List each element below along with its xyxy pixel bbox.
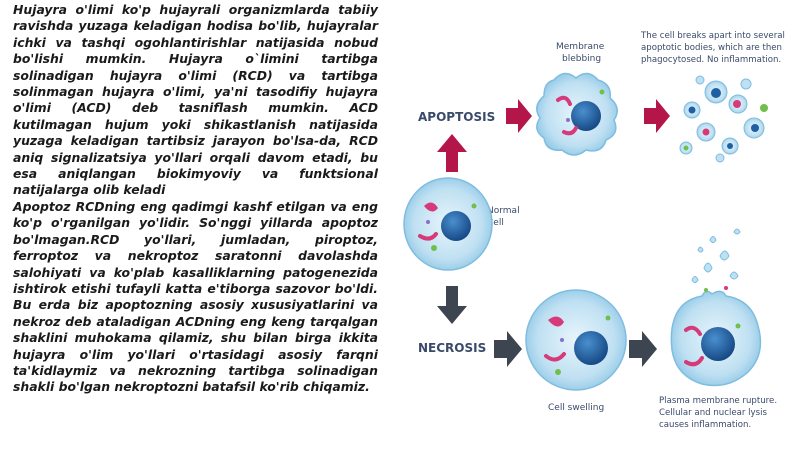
apoptotic-bodies [679, 75, 768, 163]
cell-death-svg: APOPTOSIS NECROSIS Normal Cell Membrane … [403, 31, 785, 430]
arrow-right-apoptosis-2-icon [644, 99, 670, 133]
rupture-label-2: Cellular and nuclear lysis [659, 408, 767, 418]
normal-cell-label-2: Cell [487, 218, 504, 228]
body-text: Hujayra o'limi ko'p hujayrali organizmla… [13, 2, 378, 395]
normal-cell [403, 177, 493, 271]
arrow-right-apoptosis-1-icon [506, 99, 532, 133]
cell-breaks-label-1: The cell breaks apart into several [640, 31, 785, 41]
cell-breaks-label-3: phagocytosed. No inflammation. [641, 55, 781, 65]
cell-swelling-label: Cell swelling [548, 403, 604, 413]
text-panel: Hujayra o'limi ko'p hujayrali organizmla… [0, 0, 386, 449]
swollen-cell [525, 289, 627, 391]
cell-death-diagram: APOPTOSIS NECROSIS Normal Cell Membrane … [386, 0, 800, 449]
apoptosis-label: APOPTOSIS [418, 110, 495, 124]
rupture-label-3: causes inflammation. [659, 420, 751, 430]
ruptured-cell [670, 228, 762, 387]
membrane-blebbing-label-1: Membrane [556, 42, 605, 52]
normal-cell-label-1: Normal [487, 206, 520, 216]
arrow-right-necrosis-1-icon [494, 331, 522, 367]
arrow-down-icon [437, 286, 467, 324]
necrosis-label: NECROSIS [418, 341, 486, 355]
arrow-up-icon [437, 134, 467, 172]
cell-breaks-label-2: apoptotic bodies, which are then [641, 43, 782, 53]
rupture-label-1: Plasma membrane rupture. [659, 396, 777, 406]
blebbing-cell [536, 72, 618, 156]
arrow-right-necrosis-2-icon [629, 331, 657, 367]
membrane-blebbing-label-2: blebbing [562, 54, 601, 64]
